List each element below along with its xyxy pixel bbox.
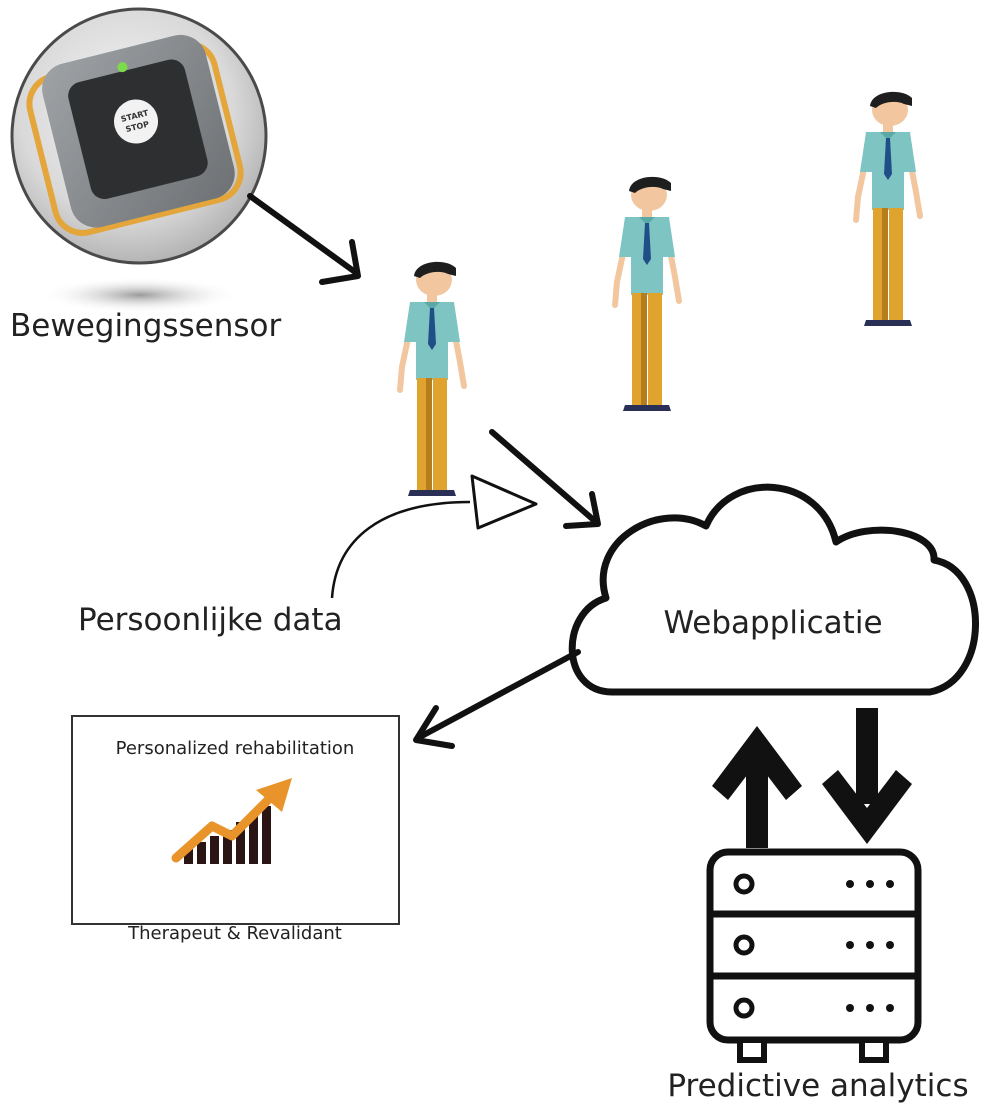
cloud-icon (568, 483, 979, 696)
arrow-person-to-cloud (489, 429, 601, 529)
rehab-card: Personalized rehabilitation Therapeut & … (71, 715, 400, 944)
person-icon-1 (400, 262, 464, 496)
sensor-shadow (40, 277, 240, 313)
start-stop-button (114, 99, 159, 144)
label-persoonlijke-data: Persoonlijke data (78, 602, 343, 638)
arrow-cloud-to-server (822, 708, 912, 844)
arrow-sensor-to-person (247, 193, 361, 285)
growth-chart-icon (171, 778, 292, 864)
label-bewegingssensor: Bewegingssensor (10, 308, 282, 344)
person-icon-2 (615, 177, 679, 411)
server-icon (706, 848, 922, 1063)
rehab-card-subtitle: Therapeut & Revalidant (127, 923, 342, 944)
motion-sensor-icon: START STOP (10, 7, 268, 313)
person-icon-3 (856, 92, 920, 326)
arrow-cloud-to-card (413, 649, 581, 749)
arrow-personal-data (330, 474, 538, 599)
label-predictive-analytics: Predictive analytics (667, 1068, 968, 1104)
rehab-card-title: Personalized rehabilitation (116, 738, 355, 759)
label-webapplicatie: Webapplicatie (663, 605, 882, 641)
arrow-server-to-cloud (712, 726, 802, 848)
